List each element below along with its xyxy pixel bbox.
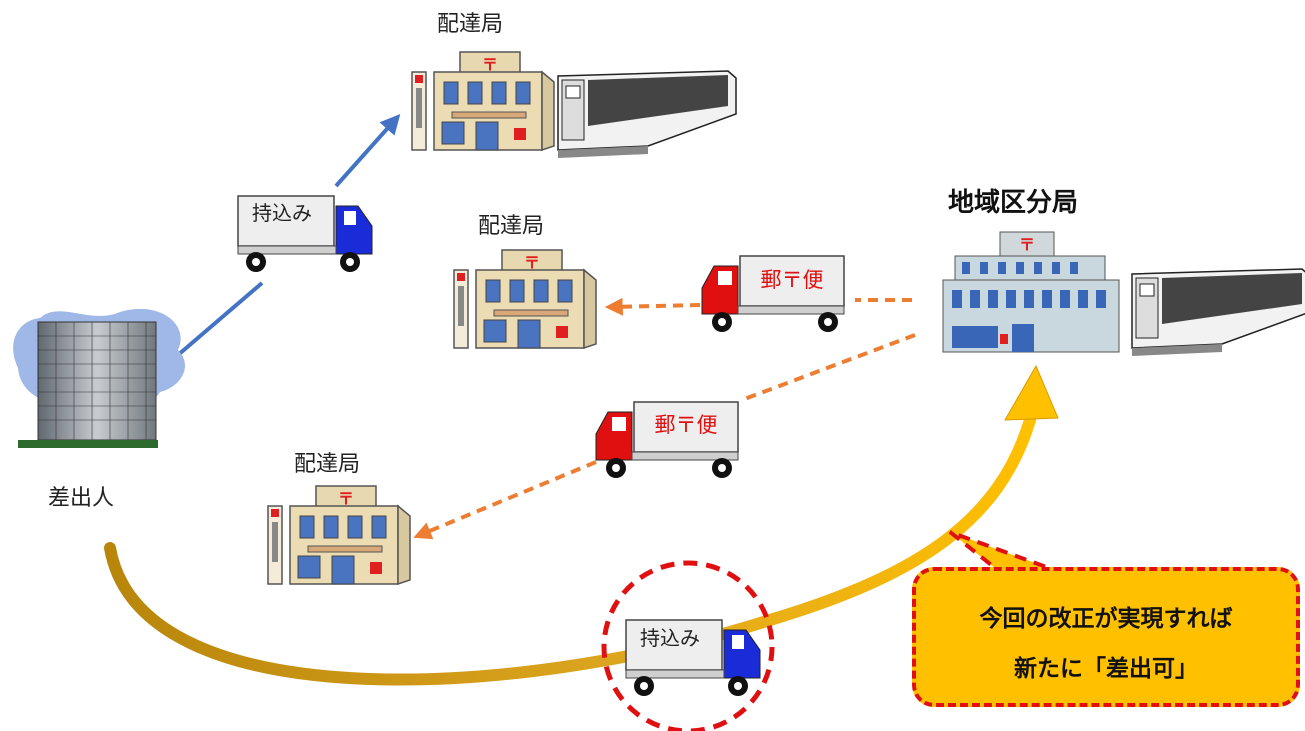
mail-truck-label-upper: 郵〒便 bbox=[761, 268, 824, 292]
carry-in-label-top: 持込み bbox=[252, 201, 312, 225]
sorting-machine-icon-top bbox=[557, 70, 737, 159]
sender-building-icon bbox=[13, 308, 186, 448]
callout-line-2: 新たに「差出可」 bbox=[1014, 656, 1198, 682]
orange-dashed-arrow-lower-right bbox=[741, 333, 916, 402]
gold-arrowhead bbox=[1004, 364, 1059, 421]
post-office-icon-top bbox=[411, 51, 555, 151]
delivery-office-label-bottom: 配達局 bbox=[294, 452, 361, 477]
delivery-office-label-top: 配達局 bbox=[437, 12, 504, 37]
callout-line-1: 今回の改正が実現すれば bbox=[979, 606, 1233, 632]
mail-truck-label-lower: 郵〒便 bbox=[655, 413, 718, 437]
delivery-office-label-mid: 配達局 bbox=[478, 214, 545, 239]
callout-box: 今回の改正が実現すれば 新たに「差出可」 bbox=[912, 567, 1300, 707]
callout-tail bbox=[948, 530, 1061, 574]
orange-dashed-arrow-upper-left bbox=[604, 297, 701, 316]
orange-dashed-arrow-lower-left bbox=[413, 460, 597, 540]
blue-arrow-lower bbox=[176, 281, 264, 357]
sorting-machine-icon-right bbox=[1131, 268, 1305, 357]
post-office-icon-mid bbox=[453, 249, 597, 349]
regional-sorting-office-label: 地域区分局 bbox=[948, 188, 1079, 218]
blue-arrow-upper bbox=[334, 114, 401, 188]
gold-curve-arrow bbox=[104, 414, 1036, 686]
regional-office-building-icon: 〒 bbox=[942, 231, 1120, 353]
highlight-dashed-circle bbox=[601, 560, 775, 731]
svg-text:〒: 〒 bbox=[1019, 235, 1035, 254]
post-office-icon-bottom bbox=[267, 485, 411, 585]
carry-in-label-bottom: 持込み bbox=[640, 626, 700, 650]
sender-label: 差出人 bbox=[48, 486, 115, 511]
